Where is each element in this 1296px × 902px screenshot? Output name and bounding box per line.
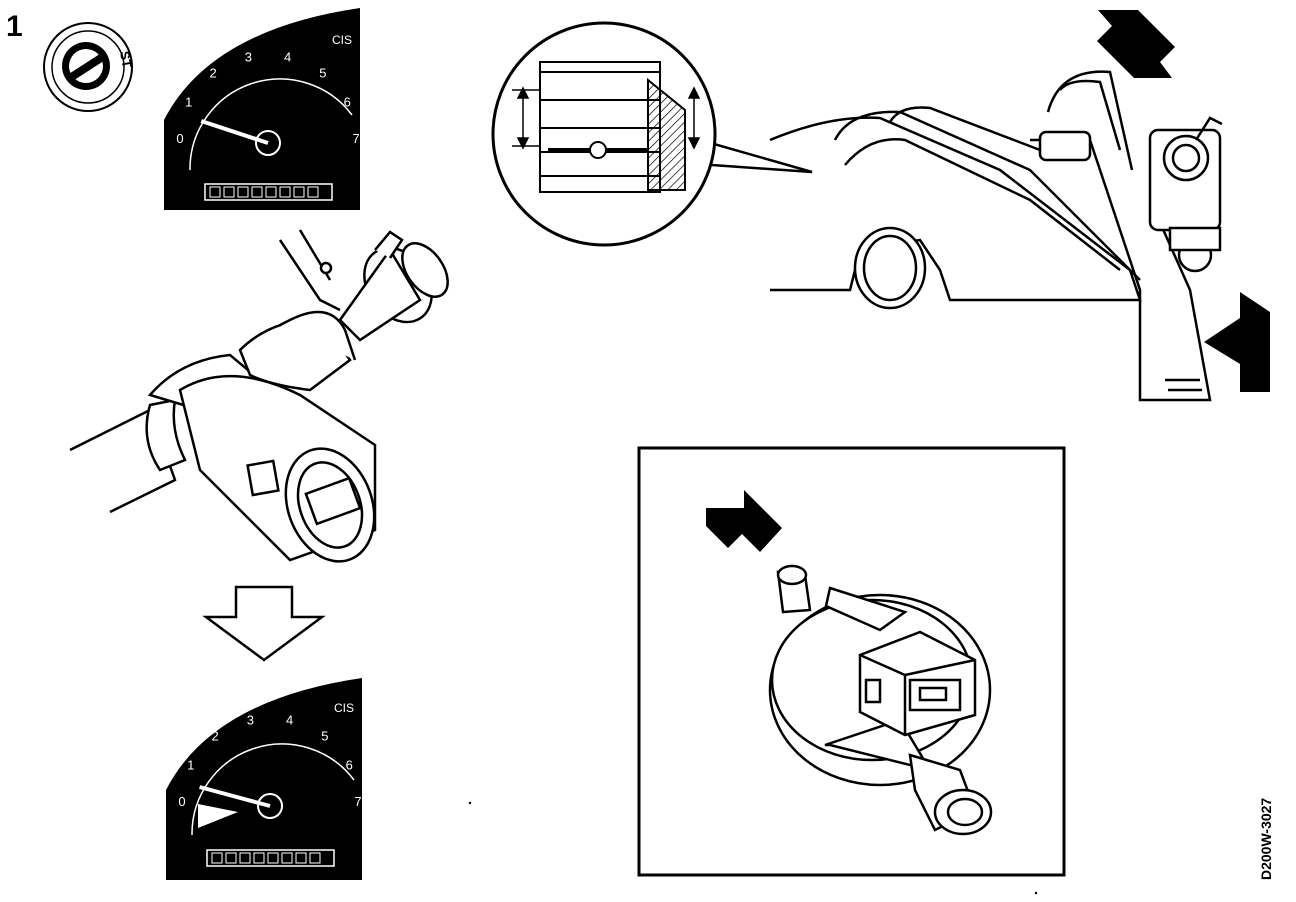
gauge-scale-label: 0 (178, 794, 185, 809)
valve-detail-box (637, 446, 1066, 877)
gauge-before: 0 1 2 3 4 5 6 7 CIS (164, 8, 360, 210)
gauge-after-odometer (206, 849, 335, 867)
step-number: 1 (6, 10, 23, 43)
pointer-arrow-icon (1204, 292, 1270, 392)
gauge-scale-label: 1 (185, 95, 192, 110)
engine-hose-assembly (769, 70, 1223, 402)
down-arrow-icon (202, 585, 326, 662)
gauge-scale-label: 3 (245, 50, 252, 65)
pointer-arrow-icon (1097, 10, 1175, 78)
gauge-scale-label: 5 (321, 729, 328, 744)
gauge-scale-label: 7 (354, 794, 361, 809)
gauge-scale-label: 4 (284, 50, 291, 65)
diagnostic-connector (69, 229, 449, 563)
gauge-after-needle (199, 785, 271, 808)
gauge-scale-label: 5 (319, 66, 326, 81)
gauge-scale-label: 6 (346, 758, 353, 773)
gauge-before-needle (200, 119, 269, 145)
gauge-scale-label: 2 (211, 729, 218, 744)
gauge-scale-label: 7 (352, 131, 359, 146)
gauge-scale-label: 4 (286, 713, 293, 728)
gauge-before-unit-label: CIS (332, 33, 352, 47)
gauge-scale-label: 3 (247, 713, 254, 728)
gauge-scale-label: 1 (187, 758, 194, 773)
gauge-scale-label: 6 (344, 95, 351, 110)
gauge-scale-label: 0 (176, 131, 183, 146)
gauge-after: 0 1 2 3 4 5 6 7 CIS (166, 678, 362, 880)
gauge-before-scale-labels: 0 1 2 3 4 5 6 7 (176, 50, 359, 147)
ignition-switch-icon: ST (43, 22, 135, 112)
ignition-position-label: ST (117, 50, 135, 69)
detail-magnifier (491, 21, 813, 247)
pointer-arrow-icon (706, 490, 782, 552)
gauge-after-needle-sweep (198, 804, 238, 828)
gauge-before-odometer (204, 183, 333, 201)
gauge-after-scale-labels: 0 1 2 3 4 5 6 7 (178, 713, 361, 810)
gauge-after-unit-label: CIS (334, 701, 354, 715)
gauge-scale-label: 2 (209, 66, 216, 81)
